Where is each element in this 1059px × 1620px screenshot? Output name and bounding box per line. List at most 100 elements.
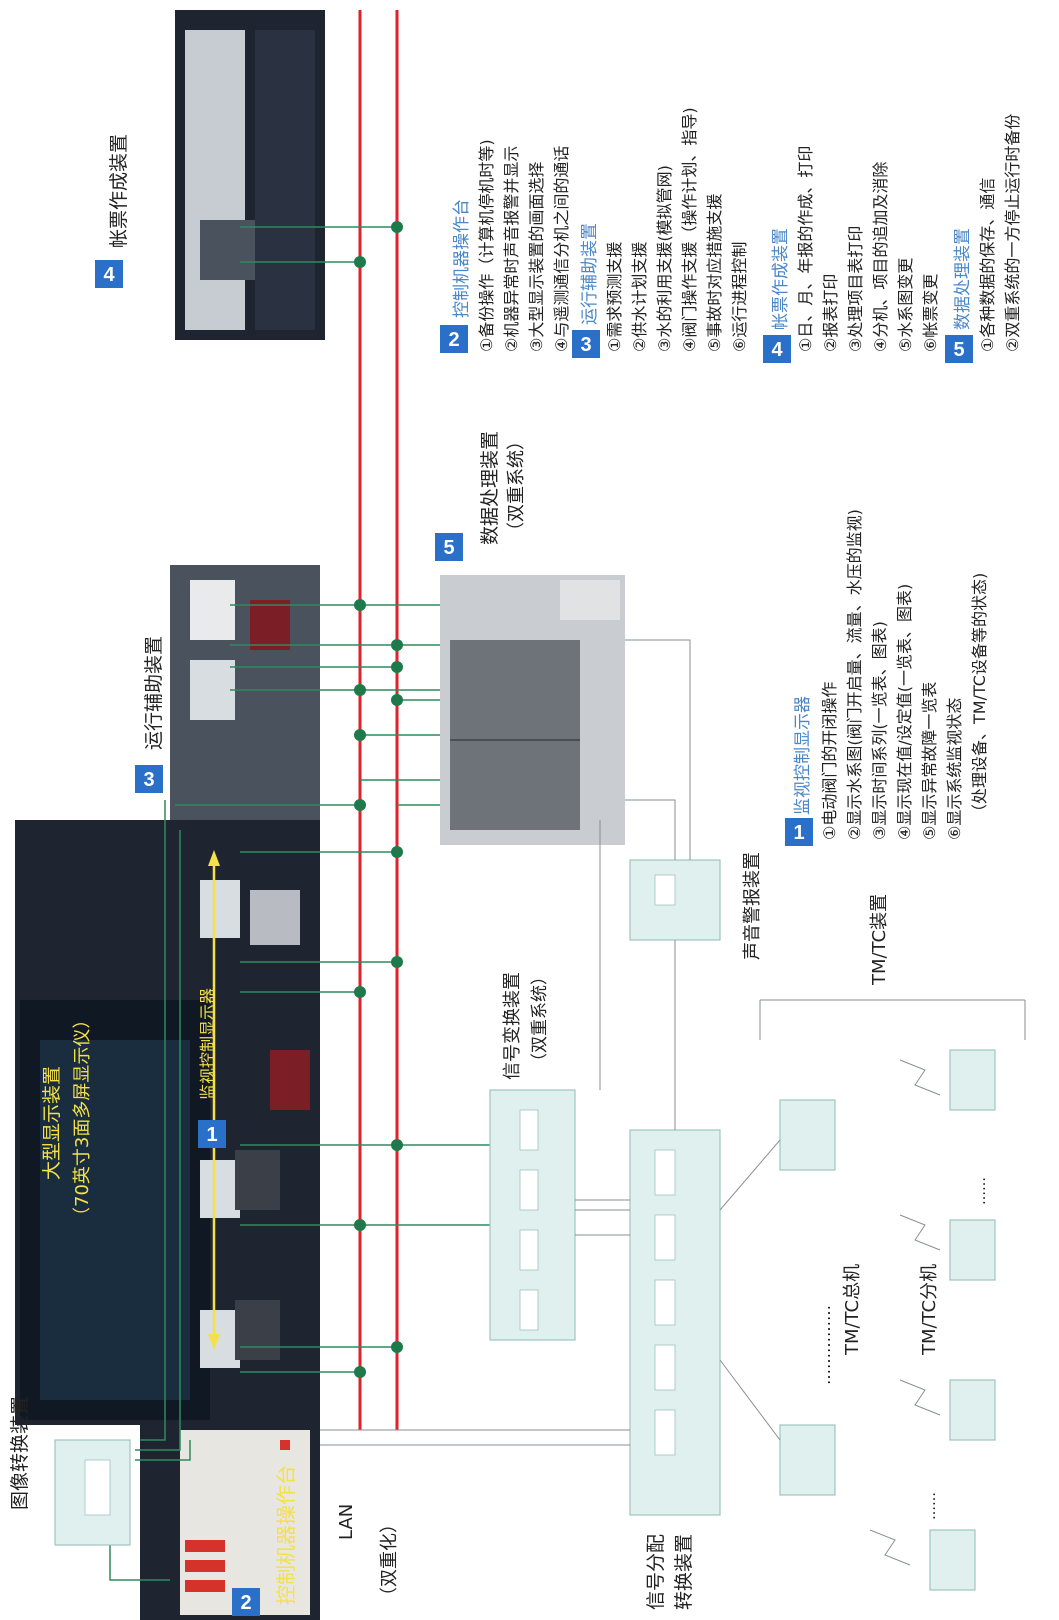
label-operation-support: 运行辅助装置 — [143, 636, 165, 750]
label-large-display-2: （70英寸3面多屏显示仪） — [72, 1011, 93, 1225]
legend-section-4: 4 帐票作成装置 ①日、月、年报的作成、打印 ②报表打印 ③处理项目表打印 ④分… — [763, 146, 940, 363]
legend-1-item: ②显示水系图(阀门开启量、流量、水压的监视) — [845, 509, 864, 840]
svg-text:TM/TC分机: TM/TC分机 — [919, 1264, 940, 1356]
signal-conversion-device — [490, 1090, 575, 1340]
svg-text:（双重系统）: （双重系统） — [530, 968, 550, 1070]
badge-2-diagram: 2 — [232, 1588, 260, 1616]
legend-badge-2: 2 — [440, 325, 468, 353]
svg-text:信号变换装置: 信号变换装置 — [502, 972, 523, 1080]
label-large-display-1: 大型显示装置 — [41, 1066, 63, 1180]
svg-text:4: 4 — [103, 264, 115, 286]
legend-4-item: ③处理项目表打印 — [846, 226, 865, 352]
label-signal-conversion-2: （双重系统） — [530, 968, 550, 1070]
legend-3-item: ⑥运行进程控制 — [730, 242, 749, 352]
photo-operation-support — [170, 565, 320, 820]
legend-4-item: ⑤水系图变更 — [896, 258, 915, 352]
svg-text:信号分配: 信号分配 — [645, 1534, 667, 1610]
svg-text:（70英寸3面多屏显示仪）: （70英寸3面多屏显示仪） — [72, 1011, 93, 1225]
legend-2-item: ①备份操作（计算机停机时等) — [477, 139, 496, 352]
legend-3-item: ④阀门操作支援（操作计划、指导) — [680, 107, 699, 352]
svg-text:3: 3 — [143, 769, 154, 791]
signal-distribution-device — [630, 1130, 720, 1515]
legend-5-item: ②双重系统的一方停止运行时备份 — [1003, 114, 1022, 352]
legend-1-item: ①电动阀门的开闭操作 — [820, 682, 839, 840]
legend-1-item: （处理设备、TM/TC设备等的状态) — [970, 573, 989, 820]
label-tmtc-device: TM/TC装置 — [869, 894, 890, 986]
label-data-processing-1: 数据处理装置 — [479, 431, 501, 545]
legend-4-item: ⑥帐票变更 — [921, 274, 940, 352]
legend-section-1: 1 监视控制显示器 ①电动阀门的开闭操作 ②显示水系图(阀门开启量、流量、水压的… — [785, 509, 989, 846]
label-signal-distribution-2: 转换装置 — [673, 1534, 695, 1610]
svg-text:4: 4 — [771, 339, 783, 361]
label-signal-distribution-1: 信号分配 — [645, 1534, 667, 1610]
label-redundant: （双重化） — [379, 1515, 400, 1605]
svg-text:2: 2 — [240, 1592, 251, 1614]
legend-section-2: 2 控制机器操作台 ①备份操作（计算机停机时等) ②机器异常时声音报警并显示 ③… — [440, 139, 571, 353]
badge-1-diagram: 1 — [198, 1120, 226, 1148]
label-report-generation: 帐票作成装置 — [108, 134, 130, 248]
legend-3-item: ②供水计划支援 — [630, 242, 649, 352]
svg-text:2: 2 — [448, 329, 459, 351]
svg-text:帐票作成装置: 帐票作成装置 — [108, 134, 130, 248]
svg-text:……: …… — [973, 1177, 989, 1205]
legend-3-item: ①需求预测支援 — [605, 242, 624, 352]
svg-text:TM/TC装置: TM/TC装置 — [869, 894, 890, 986]
legend-badge-5: 5 — [945, 335, 973, 363]
svg-text:5: 5 — [443, 537, 454, 559]
legend-5-item: ①各种数据的保存、通信 — [978, 178, 997, 352]
legend-2-title: 控制机器操作台 — [452, 199, 472, 318]
label-data-processing-2: （双重系统） — [506, 432, 527, 540]
legend-badge-4: 4 — [763, 335, 791, 363]
photo-data-processing — [440, 575, 625, 845]
legend-1-item: ⑥显示系统监视状态 — [945, 698, 964, 840]
label-lan: LAN — [336, 1504, 357, 1540]
legend-5-title: 数据处理装置 — [953, 228, 973, 330]
sound-alarm-device — [630, 860, 720, 940]
svg-text:大型显示装置: 大型显示装置 — [41, 1066, 63, 1180]
svg-text:监视控制显示器: 监视控制显示器 — [198, 988, 217, 1100]
svg-text:……: …… — [923, 1492, 939, 1520]
svg-text:1: 1 — [206, 1124, 217, 1146]
label-dots-master: …………… — [815, 1305, 834, 1385]
svg-text:TM/TC总机: TM/TC总机 — [842, 1264, 863, 1356]
svg-text:声音警报装置: 声音警报装置 — [742, 852, 763, 960]
svg-text:5: 5 — [953, 339, 964, 361]
svg-text:1: 1 — [793, 822, 804, 844]
legend-badge-1: 1 — [785, 818, 813, 846]
svg-text:运行辅助装置: 运行辅助装置 — [143, 636, 165, 750]
svg-text:（双重系统）: （双重系统） — [506, 432, 527, 540]
legend-4-item: ②报表打印 — [821, 274, 840, 352]
legend-badge-3: 3 — [572, 330, 600, 358]
label-signal-conversion-1: 信号变换装置 — [502, 972, 523, 1080]
legend-3-title: 运行辅助装置 — [580, 223, 600, 325]
legend-2-item: ③大型显示装置的画面选择 — [527, 162, 546, 352]
svg-text:……………: …………… — [815, 1305, 834, 1385]
photo-report-generation — [175, 10, 325, 340]
label-dots-slave-2: …… — [973, 1177, 989, 1205]
label-control-console-photo: 控制机器操作台 — [274, 1465, 298, 1605]
svg-text:图像转换装置: 图像转换装置 — [9, 1396, 31, 1510]
legend-1-item: ③显示时间系列(一览表、图表) — [870, 621, 889, 840]
legend-3-item: ⑤事故时对应措施支援 — [705, 194, 724, 352]
legend-1-item: ⑤显示异常故障一览表 — [920, 682, 939, 840]
label-dots-slave-1: …… — [923, 1492, 939, 1520]
legend-section-3: 3 运行辅助装置 ①需求预测支援 ②供水计划支援 ③水的利用支援(模拟管网) ④… — [572, 107, 749, 358]
legend-section-5: 5 数据处理装置 ①各种数据的保存、通信 ②双重系统的一方停止运行时备份 — [945, 114, 1022, 363]
svg-text:转换装置: 转换装置 — [673, 1534, 695, 1610]
label-image-conversion: 图像转换装置 — [9, 1396, 31, 1510]
image-conversion-device — [55, 1440, 130, 1545]
legend-4-title: 帐票作成装置 — [771, 228, 791, 330]
badge-3-diagram: 3 — [135, 765, 163, 793]
legend-1-item: ④显示现在值/设定值(一览表、图表) — [895, 584, 914, 840]
svg-text:控制机器操作台: 控制机器操作台 — [274, 1465, 298, 1605]
label-tmtc-master: TM/TC总机 — [842, 1264, 863, 1356]
legend-3-item: ③水的利用支援(模拟管网) — [655, 165, 674, 352]
label-tmtc-slave: TM/TC分机 — [919, 1264, 940, 1356]
label-monitor-display-photo: 监视控制显示器 — [198, 988, 217, 1100]
legend-4-item: ①日、月、年报的作成、打印 — [796, 146, 815, 352]
tmtc-master-units — [780, 1100, 835, 1495]
svg-text:（双重化）: （双重化） — [379, 1515, 400, 1605]
badge-5-diagram: 5 — [435, 533, 463, 561]
legend-2-item: ④与遥测通信分机之间的通话 — [552, 146, 571, 352]
legend-4-item: ④分机、项目的追加及消除 — [871, 162, 890, 352]
